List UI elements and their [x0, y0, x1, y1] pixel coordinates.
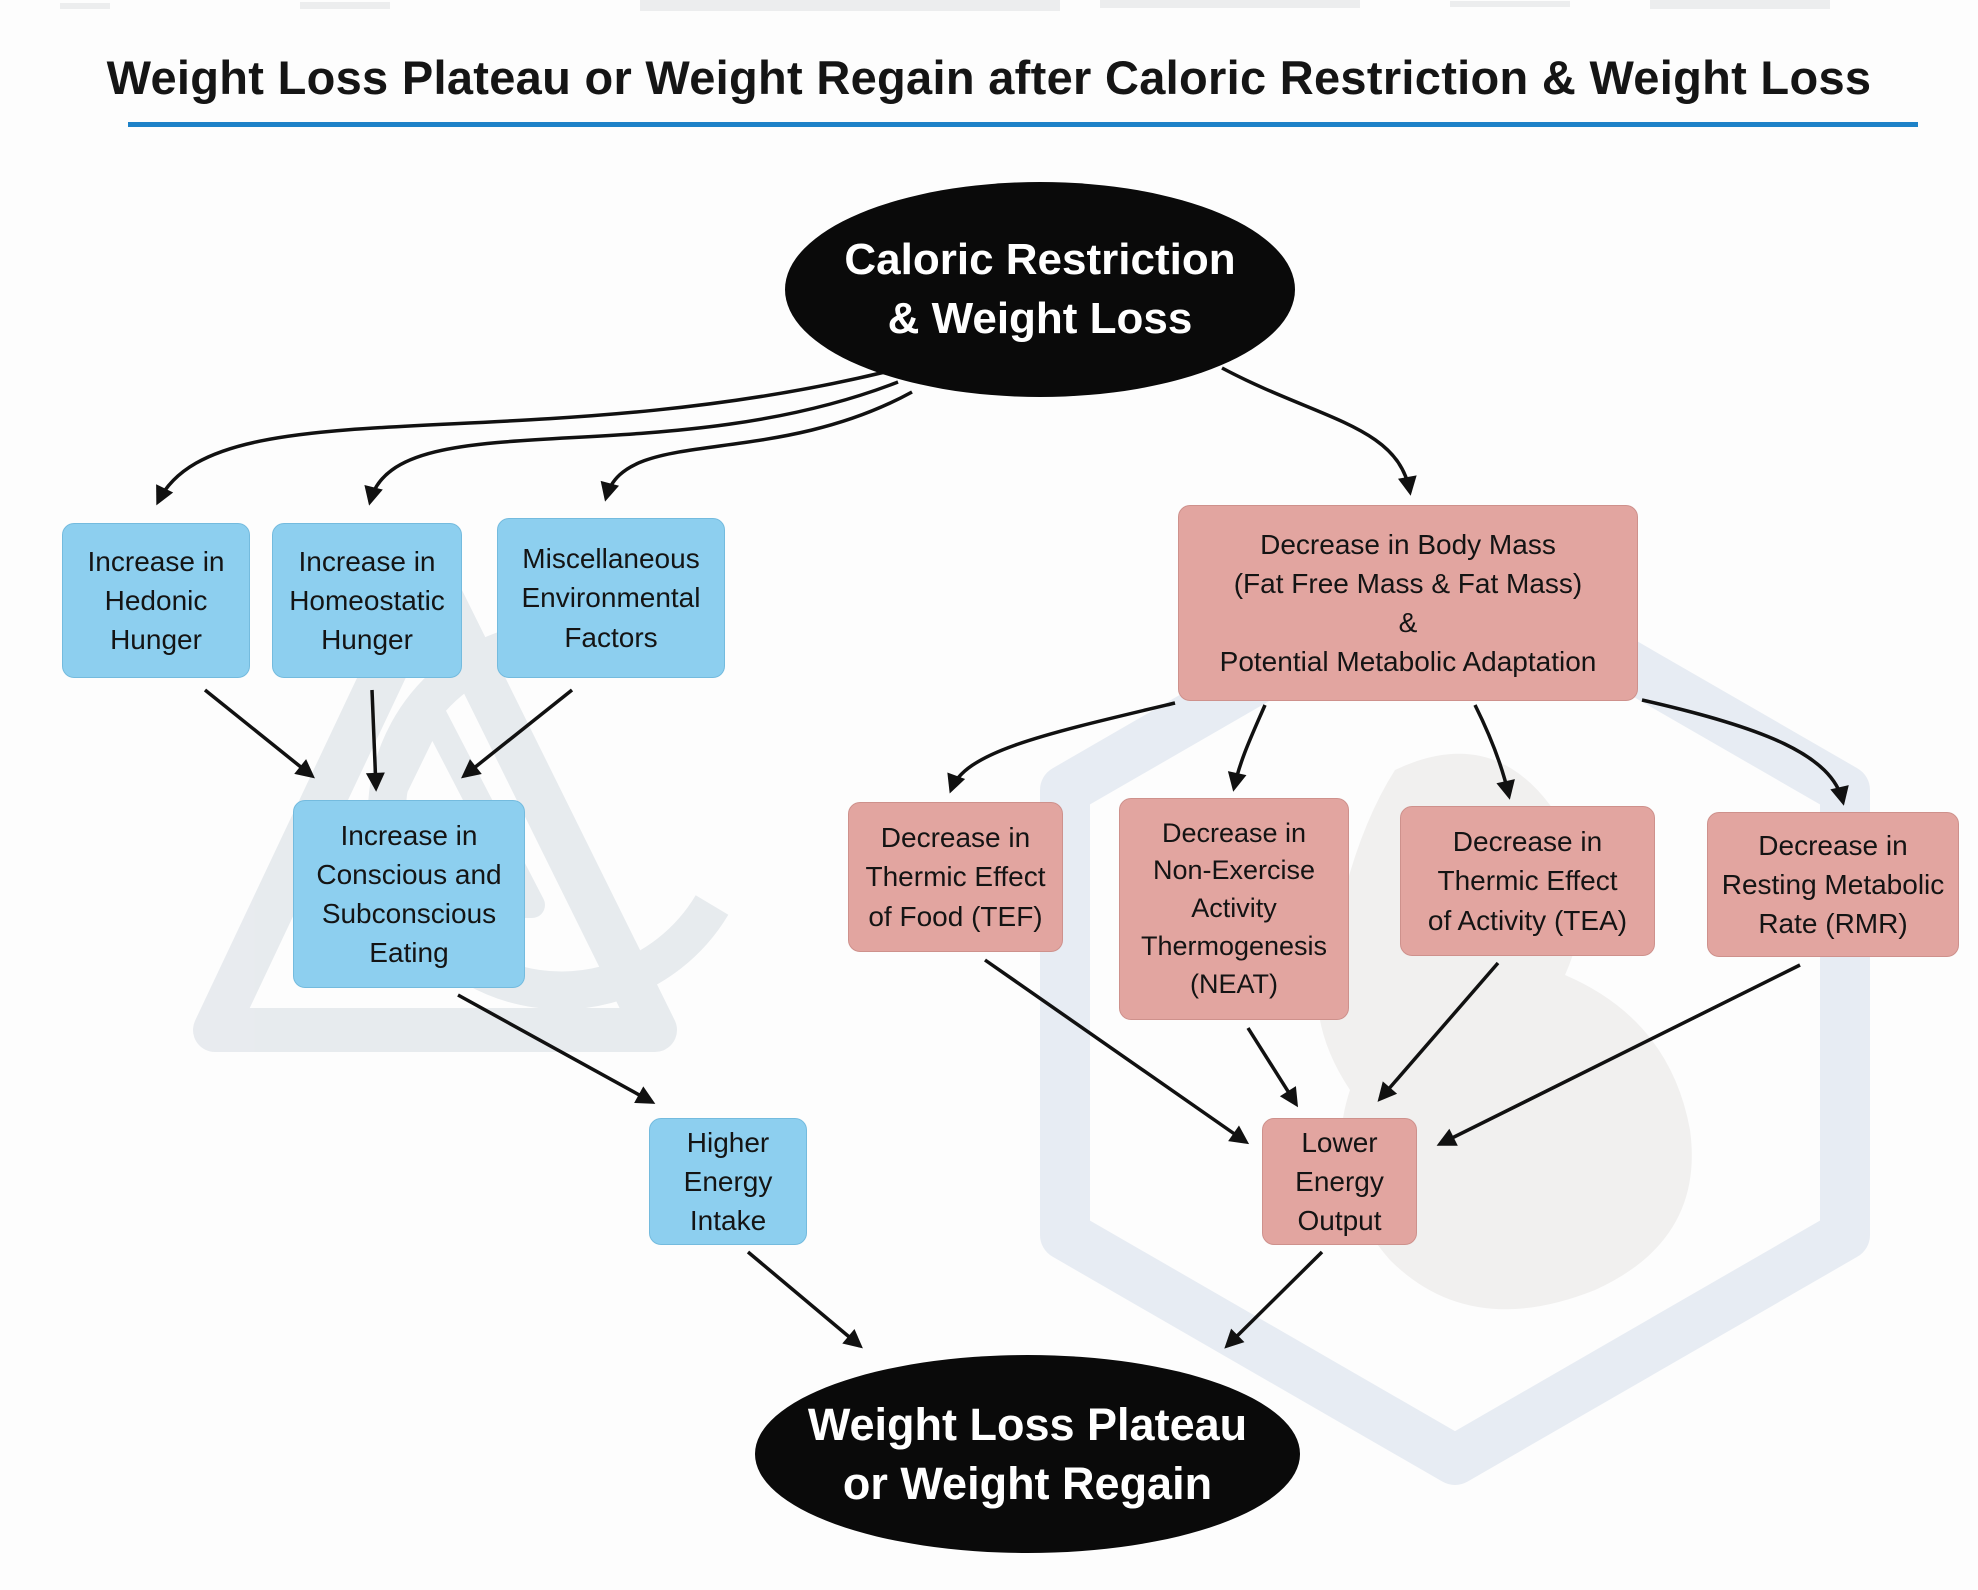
node-environmental-factors: Miscellaneous Environmental Factors: [497, 518, 725, 678]
node-homeostatic-hunger: Increase in Homeostatic Hunger: [272, 523, 462, 678]
edge-misc-eating: [461, 688, 574, 779]
node-tef: Decrease in Thermic Effect of Food (TEF): [848, 802, 1063, 952]
node-weight-loss-plateau: Weight Loss Plateau or Weight Regain: [755, 1355, 1300, 1553]
edge-rmr-output: [1436, 963, 1801, 1146]
edge-source-misc: [600, 390, 913, 502]
node-caloric-restriction: Caloric Restriction & Weight Loss: [785, 182, 1295, 397]
node-higher-energy-intake: Higher Energy Intake: [649, 1118, 807, 1245]
node-tea: Decrease in Thermic Effect of Activity (…: [1400, 806, 1655, 956]
edge-output-outcome: [1224, 1250, 1324, 1349]
edge-eating-intake: [457, 993, 656, 1104]
node-body-mass-decrease: Decrease in Body Mass (Fat Free Mass & F…: [1178, 505, 1638, 701]
node-conscious-eating: Increase in Conscious and Subconscious E…: [293, 800, 525, 988]
edge-tea-output: [1377, 961, 1500, 1102]
edge-neat-output: [1246, 1027, 1299, 1108]
edge-bodymass-neat: [1227, 704, 1267, 792]
diagram-title: Weight Loss Plateau or Weight Regain aft…: [106, 51, 1872, 104]
edge-bodymass-tea: [1473, 704, 1515, 800]
edge-source-homeostatic: [364, 380, 899, 506]
edge-intake-outcome: [746, 1250, 863, 1349]
node-hedonic-hunger: Increase in Hedonic Hunger: [62, 523, 250, 678]
edge-source-bodymass: [1221, 366, 1417, 496]
title-underline: [128, 122, 1918, 127]
node-lower-energy-output: Lower Energy Output: [1262, 1118, 1417, 1245]
edge-tef-output: [983, 958, 1250, 1145]
edge-hedonic-eating: [203, 688, 315, 779]
edge-bodymass-tef: [947, 701, 1176, 794]
edge-homeostatic-eating: [365, 689, 385, 792]
node-neat: Decrease in Non-Exercise Activity Thermo…: [1119, 798, 1349, 1020]
top-scan-artifacts: [60, 0, 1830, 11]
edge-source-hedonic: [156, 370, 886, 506]
node-rmr: Decrease in Resting Metabolic Rate (RMR): [1707, 812, 1959, 957]
edge-bodymass-rmr: [1641, 698, 1849, 806]
